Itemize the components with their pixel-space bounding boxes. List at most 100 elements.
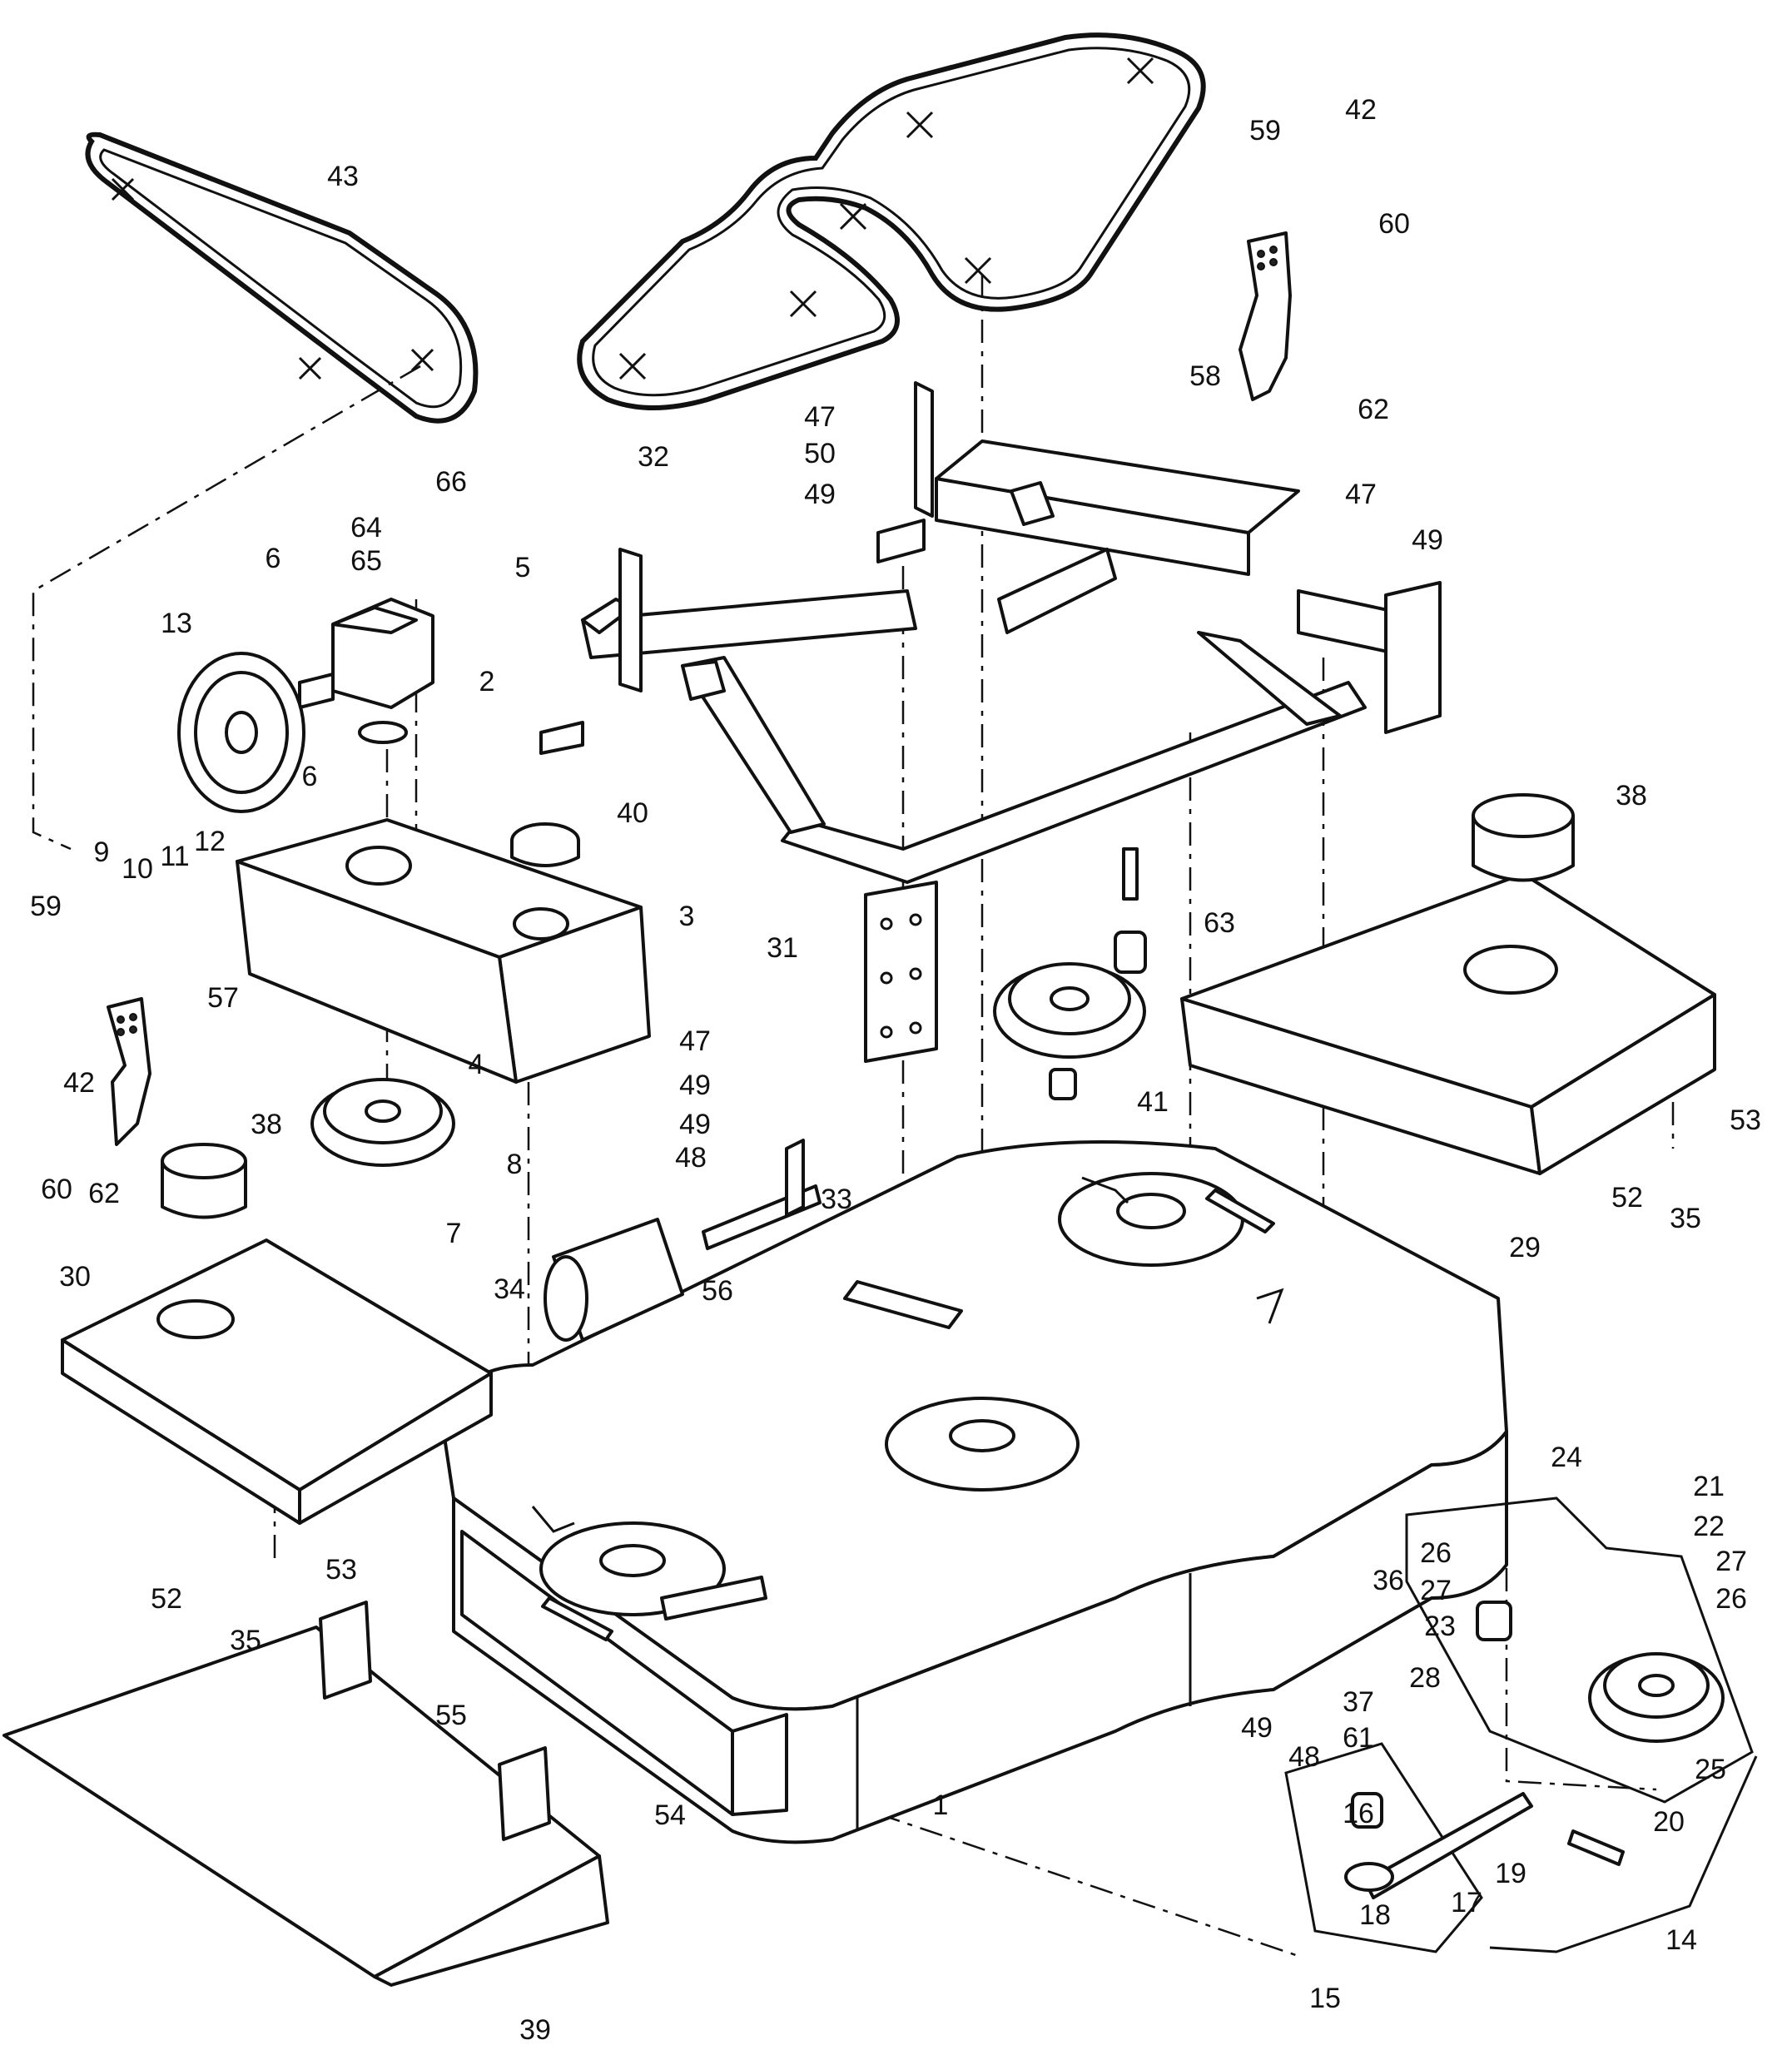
- callout-c55: 55: [435, 1700, 467, 1731]
- callout-c34: 34: [494, 1273, 525, 1305]
- callout-c24: 24: [1551, 1442, 1582, 1473]
- callout-c22: 22: [1693, 1511, 1725, 1542]
- callout-c41: 41: [1137, 1086, 1169, 1118]
- callout-c38a: 38: [1616, 780, 1647, 812]
- spacer-63: [1114, 847, 1147, 974]
- callout-c14: 14: [1665, 1924, 1697, 1956]
- cap-38-left: [161, 1143, 247, 1219]
- callout-c10: 10: [122, 853, 153, 885]
- callout-c59a: 59: [1249, 115, 1281, 146]
- callout-c36: 36: [1373, 1565, 1404, 1596]
- cap-40: [510, 822, 580, 867]
- callout-c9: 9: [94, 836, 110, 868]
- callout-c2: 2: [479, 666, 495, 697]
- idler-pulley-41: [993, 962, 1146, 1100]
- callout-c26b: 26: [1715, 1583, 1747, 1615]
- callout-c42a: 42: [1345, 94, 1377, 126]
- callout-c13: 13: [161, 608, 192, 639]
- callout-c6b: 6: [302, 761, 318, 792]
- discharge-chute-39: [2, 1601, 609, 1987]
- callout-c27a: 27: [1420, 1575, 1452, 1606]
- callout-c65: 65: [350, 545, 382, 577]
- deck-frame-31: [539, 381, 1442, 1063]
- pulley-8: [310, 1078, 455, 1167]
- callout-c54: 54: [654, 1799, 686, 1831]
- callout-c49c: 49: [679, 1070, 711, 1101]
- callout-c7: 7: [446, 1218, 462, 1249]
- callout-c43: 43: [327, 161, 359, 192]
- adapter-arm-14: [1489, 1755, 1758, 1953]
- callout-c33: 33: [821, 1184, 852, 1215]
- callout-c40: 40: [617, 797, 648, 829]
- callout-c16: 16: [1343, 1798, 1374, 1829]
- callout-c28: 28: [1409, 1662, 1441, 1694]
- callout-c64: 64: [350, 512, 382, 544]
- belt-cover-29: [1180, 872, 1716, 1175]
- callout-c29: 29: [1509, 1232, 1541, 1263]
- callout-c35a: 35: [1670, 1203, 1701, 1234]
- cap-38-right: [1472, 793, 1575, 882]
- belt-32: [577, 32, 1206, 410]
- callout-c48a: 48: [675, 1142, 707, 1174]
- pivot-bracket-33: [702, 1139, 822, 1250]
- callout-c49d: 49: [679, 1109, 711, 1140]
- callout-c11: 11: [160, 841, 189, 872]
- callout-c1: 1: [933, 1789, 949, 1821]
- callout-c47b: 47: [1345, 479, 1377, 510]
- callout-c17: 17: [1451, 1887, 1482, 1918]
- callout-c60a: 60: [1378, 208, 1410, 240]
- callout-c62a: 62: [1358, 394, 1389, 425]
- callout-c4: 4: [469, 1049, 484, 1080]
- callout-c61: 61: [1343, 1722, 1374, 1754]
- callout-c56: 56: [702, 1275, 733, 1307]
- callout-c8: 8: [507, 1149, 523, 1180]
- callout-c6a: 6: [266, 543, 281, 574]
- callout-c47c: 47: [679, 1025, 711, 1057]
- callout-c3: 3: [679, 901, 695, 932]
- gearbox-cover-3: [236, 818, 651, 1084]
- callout-c49b: 49: [1412, 524, 1443, 556]
- roller-34: [544, 1218, 684, 1342]
- callout-c15: 15: [1309, 1983, 1341, 2014]
- callout-c20: 20: [1653, 1806, 1685, 1838]
- callout-c5: 5: [515, 552, 531, 583]
- callout-c32: 32: [638, 441, 669, 473]
- callout-c52b: 52: [151, 1583, 182, 1615]
- callout-c12: 12: [194, 826, 226, 857]
- callout-c57: 57: [207, 982, 239, 1014]
- callout-c19: 19: [1495, 1858, 1526, 1889]
- callout-c25: 25: [1695, 1754, 1726, 1785]
- callout-c53b: 53: [325, 1554, 357, 1586]
- callout-c59b: 59: [30, 891, 62, 922]
- bracket-58: [1239, 231, 1292, 401]
- spindle-assembly-24: [1405, 1497, 1754, 1804]
- belt-cover-30: [61, 1238, 493, 1525]
- callout-c39: 39: [519, 2014, 551, 2045]
- callout-c23: 23: [1424, 1611, 1456, 1642]
- callout-c58: 58: [1189, 360, 1221, 392]
- gearbox-2: [298, 598, 434, 744]
- mower-deck-1: [439, 1140, 1508, 1844]
- callout-c47a: 47: [804, 401, 836, 433]
- callout-c38b: 38: [251, 1109, 282, 1140]
- callout-c26a: 26: [1420, 1537, 1452, 1569]
- callout-c53a: 53: [1730, 1104, 1761, 1136]
- callout-c60b: 60: [41, 1174, 72, 1205]
- blade-adapter-15: [1284, 1742, 1533, 1953]
- callout-c30: 30: [59, 1261, 91, 1293]
- callout-c48b: 48: [1288, 1741, 1320, 1773]
- callout-c63: 63: [1204, 907, 1235, 939]
- callout-c52a: 52: [1611, 1182, 1643, 1214]
- callout-c37: 37: [1343, 1686, 1374, 1718]
- pulley-13: [177, 652, 305, 813]
- callout-c42b: 42: [63, 1067, 95, 1099]
- bracket-57: [107, 997, 151, 1146]
- callout-c66: 66: [435, 466, 467, 498]
- callout-c50: 50: [804, 438, 836, 469]
- callout-c31: 31: [767, 932, 798, 964]
- callout-c49a: 49: [804, 479, 836, 510]
- callout-c49e: 49: [1241, 1712, 1273, 1744]
- belt-43: [85, 132, 479, 424]
